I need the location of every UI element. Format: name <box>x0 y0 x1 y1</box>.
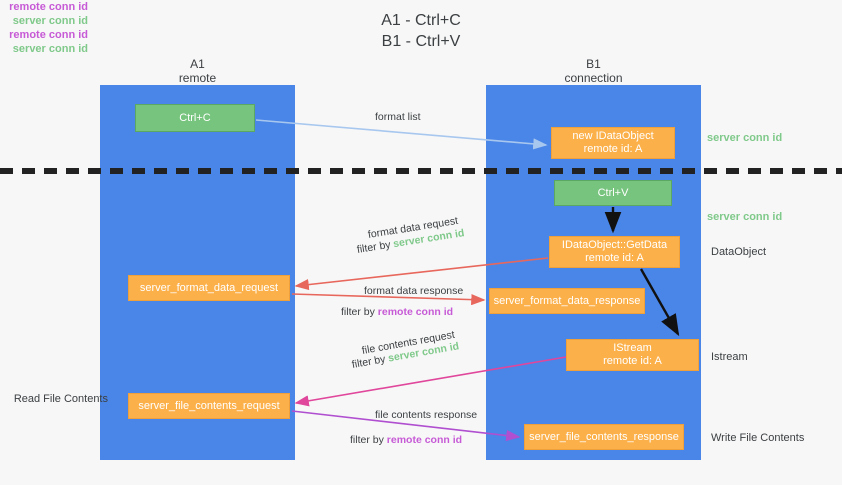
caption-format-data-response-filter: filter by remote conn id <box>341 305 453 319</box>
box-server-format-data-response[interactable]: server_format_data_response <box>489 288 645 314</box>
filter-by-text-4: filter by <box>350 434 387 446</box>
phase-divider <box>0 168 842 174</box>
annotation-read-file-contents: Read File Contents <box>13 393 108 405</box>
box-istream-label: IStream <box>613 342 652 354</box>
filter-by-text-2: filter by <box>341 306 378 318</box>
caption-format-list: format list <box>375 111 421 123</box>
remote-conn-id-text-2: remote conn id <box>386 434 463 446</box>
annotation-left-conn-ids-top: remote conn id server conn id <box>0 0 88 28</box>
lane-a1-role: remote <box>178 71 217 85</box>
page-title: A1 - Ctrl+C B1 - Ctrl+V <box>0 10 842 52</box>
box-ctrl-c[interactable]: Ctrl+C <box>135 104 255 132</box>
box-new-idataobject-sub: remote id: A <box>583 143 643 155</box>
box-new-idataobject-label: new IDataObject <box>572 130 654 142</box>
lane-header-b1: B1 connection <box>486 57 701 85</box>
box-istream[interactable]: IStream remote id: A <box>566 339 699 371</box>
box-server-file-contents-request-label: server_file_contents_request <box>138 399 280 412</box>
annotation-write-file-contents: Write File Contents <box>711 432 805 444</box>
box-server-file-contents-response[interactable]: server_file_contents_response <box>524 424 684 450</box>
caption-format-data-response: format data response <box>364 285 464 297</box>
box-ctrl-v-label: Ctrl+V <box>597 186 629 199</box>
annotation-server-conn-id-1: server conn id <box>12 15 88 27</box>
remote-conn-id-text-1: remote conn id <box>377 306 454 318</box>
box-server-format-data-request[interactable]: server_format_data_request <box>128 275 290 301</box>
box-new-idataobject[interactable]: new IDataObject remote id: A <box>551 127 675 159</box>
box-server-file-contents-response-label: server_file_contents_response <box>529 430 679 443</box>
lane-b1-name: B1 <box>586 57 601 71</box>
box-ctrl-v[interactable]: Ctrl+V <box>554 180 672 206</box>
filter-by-text-1: filter by <box>356 238 395 256</box>
annotation-remote-conn-id-2: remote conn id <box>9 29 88 41</box>
box-getdata-sub: remote id: A <box>585 252 644 264</box>
annotation-dataobject: DataObject <box>711 246 767 258</box>
lane-a1-name: A1 <box>190 57 205 71</box>
caption-file-contents-response: file contents response <box>375 409 478 421</box>
annotation-istream: Istream <box>711 351 748 363</box>
title-line-1: A1 - Ctrl+C <box>381 12 461 29</box>
box-server-format-data-request-label: server_format_data_request <box>139 281 279 294</box>
box-getdata-label: IDataObject::GetData <box>561 239 668 251</box>
box-ctrl-c-label: Ctrl+C <box>179 111 211 124</box>
annotation-left-conn-ids-bottom: remote conn id server conn id <box>0 28 88 56</box>
title-line-2: B1 - Ctrl+V <box>381 33 461 50</box>
filter-by-text-3: filter by <box>350 352 390 371</box>
annotation-server-conn-id-top: server conn id <box>707 132 783 144</box>
box-idataobject-getdata[interactable]: IDataObject::GetData remote id: A <box>549 236 680 268</box>
annotation-server-conn-id-2: server conn id <box>12 43 88 55</box>
annotation-server-conn-id-mid: server conn id <box>707 211 783 223</box>
annotation-remote-conn-id-1: remote conn id <box>9 1 88 13</box>
caption-file-contents-response-filter: filter by remote conn id <box>350 433 462 447</box>
lane-header-a1: A1 remote <box>100 57 295 85</box>
box-istream-sub: remote id: A <box>603 355 662 367</box>
box-server-format-data-response-label: server_format_data_response <box>493 294 641 307</box>
box-server-file-contents-request[interactable]: server_file_contents_request <box>128 393 290 419</box>
lane-b1-role: connection <box>564 71 623 85</box>
